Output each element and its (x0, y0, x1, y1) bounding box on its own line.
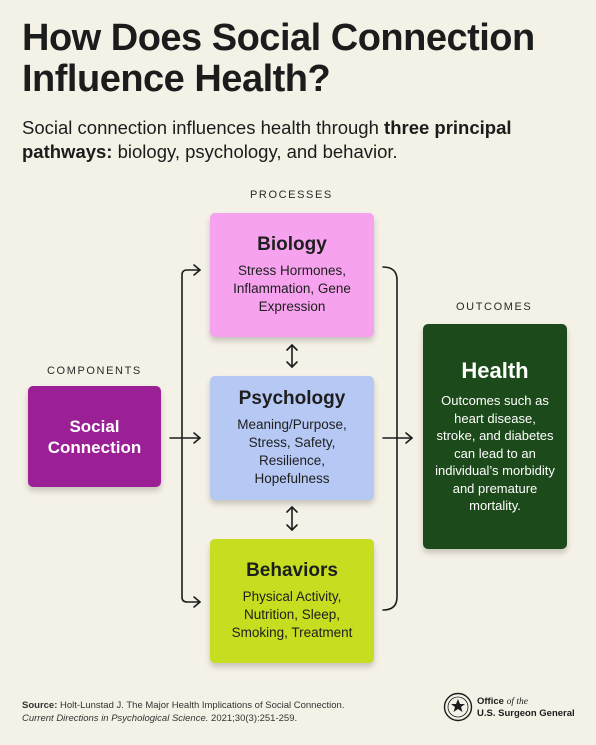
social-connection-box: Social Connection (28, 386, 161, 487)
subtitle-text-1: Social connection influences health thro… (22, 117, 385, 138)
psychology-box: Psychology Meaning/Purpose, Stress, Safe… (210, 376, 374, 500)
subtitle-text-2: biology, psychology, and behavior. (112, 141, 398, 162)
psychology-title: Psychology (238, 388, 346, 409)
outcomes-label: OUTCOMES (456, 301, 533, 313)
source-journal: Current Directions in Psychological Scie… (22, 713, 209, 724)
social-connection-title: Social Connection (47, 416, 142, 457)
subtitle: Social connection influences health thro… (22, 116, 582, 164)
double-arrow-psy-beh (286, 506, 298, 531)
biology-box: Biology Stress Hormones, Inflammation, G… (210, 213, 374, 337)
left-bracket (181, 269, 201, 603)
source-citation-details: 2021;30(3):251-259. (208, 713, 298, 724)
source-label: Source: (22, 700, 58, 711)
behaviors-title: Behaviors (246, 560, 338, 581)
behaviors-box: Behaviors Physical Activity, Nutrition, … (210, 539, 374, 663)
processes-label: PROCESSES (250, 189, 333, 201)
psychology-body: Meaning/Purpose, Stress, Safety, Resilie… (237, 417, 347, 486)
behaviors-body: Physical Activity, Nutrition, Sleep, Smo… (231, 589, 353, 640)
office-of-the: of the (506, 697, 528, 707)
health-box: Health Outcomes such as heart disease, s… (423, 324, 567, 549)
biology-title: Biology (257, 234, 327, 255)
office-line2: U.S. Surgeon General (477, 708, 575, 719)
biology-body: Stress Hormones, Inflammation, Gene Expr… (233, 263, 351, 314)
components-label: COMPONENTS (47, 365, 142, 377)
subtitle-emphasis: three principal pathways: (22, 117, 512, 162)
page-title: How Does Social Connection Influence Hea… (22, 17, 535, 100)
source-citation: Source: Holt-Lunstad J. The Major Health… (22, 699, 422, 725)
office-line1: Office (477, 696, 507, 707)
health-title: Health (461, 358, 529, 384)
double-arrow-bio-psy (286, 344, 298, 368)
health-body: Outcomes such as heart disease, stroke, … (435, 393, 555, 514)
office-logo-text: Office of the U.S. Surgeon General (477, 696, 575, 720)
source-text: Holt-Lunstad J. The Major Health Implica… (57, 700, 345, 711)
surgeon-general-seal-icon (443, 692, 473, 722)
